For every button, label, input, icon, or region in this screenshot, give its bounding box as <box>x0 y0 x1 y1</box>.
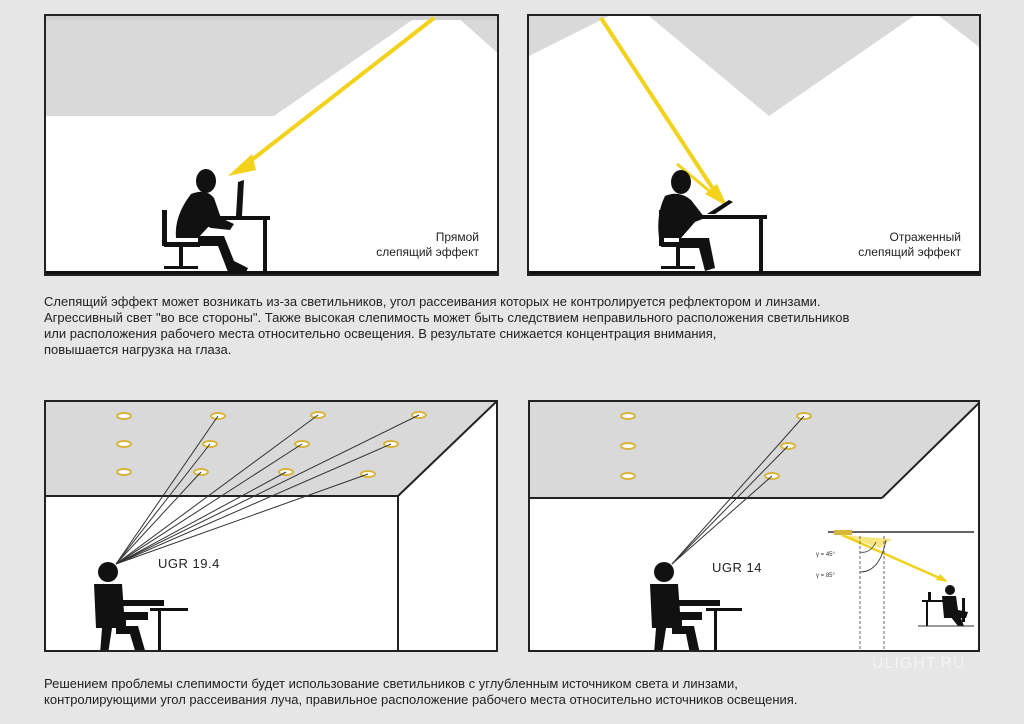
inset-beam <box>841 533 945 582</box>
reflected-beam <box>676 162 726 206</box>
ceiling-shade <box>46 16 274 116</box>
ceiling-gradient <box>46 16 497 20</box>
person-figure <box>175 169 248 272</box>
reflected-glare-illustration <box>529 16 979 274</box>
caption-line: Прямой <box>435 230 479 244</box>
desk-leg <box>759 219 763 272</box>
paragraph-line: контролирующими угол рассеивания луча, п… <box>44 692 798 707</box>
floor-line <box>46 271 497 274</box>
luminaire-angle-inset <box>828 530 974 650</box>
angle-label-45: γ = 45° <box>816 552 835 558</box>
ugr-value-label: UGR 19.4 <box>158 556 220 571</box>
seated-person <box>94 562 164 650</box>
light-beam <box>599 16 721 200</box>
solution-description: Решением проблемы слепимости будет испол… <box>44 676 984 708</box>
paragraph-line: повышается нагрузка на глаза. <box>44 342 232 357</box>
watermark: ULIGHT.RU <box>872 655 966 672</box>
reflected-glare-panel: Отраженный слепящий эффект <box>527 14 981 276</box>
inset-luminaire <box>834 530 852 535</box>
caption-line: слепящий эффект <box>858 245 961 259</box>
desk-leg <box>714 611 717 650</box>
glare-description: Слепящий эффект может возникать из-за св… <box>44 294 984 358</box>
desk-top <box>150 608 188 611</box>
direct-glare-caption: Прямой слепящий эффект <box>376 230 479 260</box>
inset-monitor <box>928 592 931 600</box>
inset-chair <box>962 598 965 622</box>
ceiling-plane <box>46 402 496 496</box>
reflected-glare-caption: Отраженный слепящий эффект <box>858 230 961 260</box>
beam-arrowhead <box>228 154 256 176</box>
room-edge <box>397 402 496 497</box>
desk-top <box>706 608 742 611</box>
sight-lines <box>671 415 805 565</box>
direct-glare-illustration <box>46 16 497 274</box>
angle-label-85: γ = 85° <box>816 573 835 579</box>
light-beam <box>242 16 436 168</box>
inset-light-cone <box>840 535 892 548</box>
caption-line: слепящий эффект <box>376 245 479 259</box>
ugr-high-illustration <box>46 402 496 650</box>
caption-line: Отраженный <box>889 230 961 244</box>
floor-line <box>529 271 979 274</box>
room-edge <box>881 402 978 499</box>
desk-top <box>689 215 767 219</box>
ugr-high-panel: UGR 19.4 <box>44 400 498 652</box>
office-chair <box>162 210 200 269</box>
paragraph-line: Агрессивный свет "во все стороны". Также… <box>44 310 850 325</box>
inset-desk-leg <box>926 602 928 626</box>
desk-leg <box>263 220 267 272</box>
paragraph-line: Слепящий эффект может возникать из-за св… <box>44 294 821 309</box>
inset-beam-arrow <box>936 574 948 582</box>
desk-top <box>198 216 270 220</box>
inset-person <box>942 585 968 626</box>
office-chair <box>659 210 697 269</box>
inset-angle-arc <box>859 539 887 573</box>
laptop <box>707 200 733 214</box>
ugr-value-label: UGR 14 <box>712 560 762 575</box>
paragraph-line: Решением проблемы слепимости будет испол… <box>44 676 738 691</box>
ugr-low-illustration <box>530 402 978 650</box>
ceiling-plane <box>530 402 978 498</box>
ceiling-shade <box>529 16 979 116</box>
monitor <box>236 180 244 216</box>
sight-lines <box>115 414 420 565</box>
seated-person <box>650 562 720 650</box>
paragraph-line: или расположения рабочего места относите… <box>44 326 717 341</box>
direct-glare-panel: Прямой слепящий эффект <box>44 14 499 276</box>
person-figure <box>658 170 715 271</box>
inset-angle-arc <box>859 541 877 553</box>
desk-leg <box>158 611 161 650</box>
inset-desk <box>922 600 944 602</box>
ugr-low-panel: UGR 14 γ = 45° γ = 85° <box>528 400 980 652</box>
